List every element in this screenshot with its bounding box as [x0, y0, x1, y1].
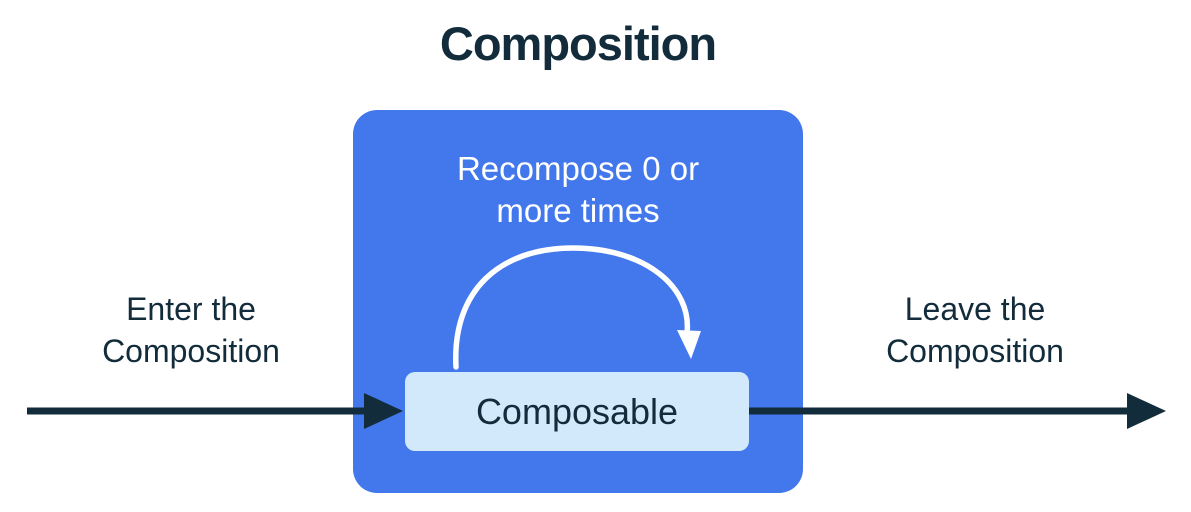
- composable-label: Composable: [475, 390, 679, 432]
- recompose-label: Recompose 0 or more times: [456, 150, 700, 229]
- enter-label: Enter the Composition: [102, 291, 280, 369]
- diagram-title: Composition: [439, 17, 717, 70]
- enter-arrow-icon: [27, 393, 403, 429]
- leave-label: Leave the Composition: [886, 291, 1064, 369]
- composable-node: Composable: [405, 372, 749, 451]
- leave-arrow-icon: [749, 393, 1166, 429]
